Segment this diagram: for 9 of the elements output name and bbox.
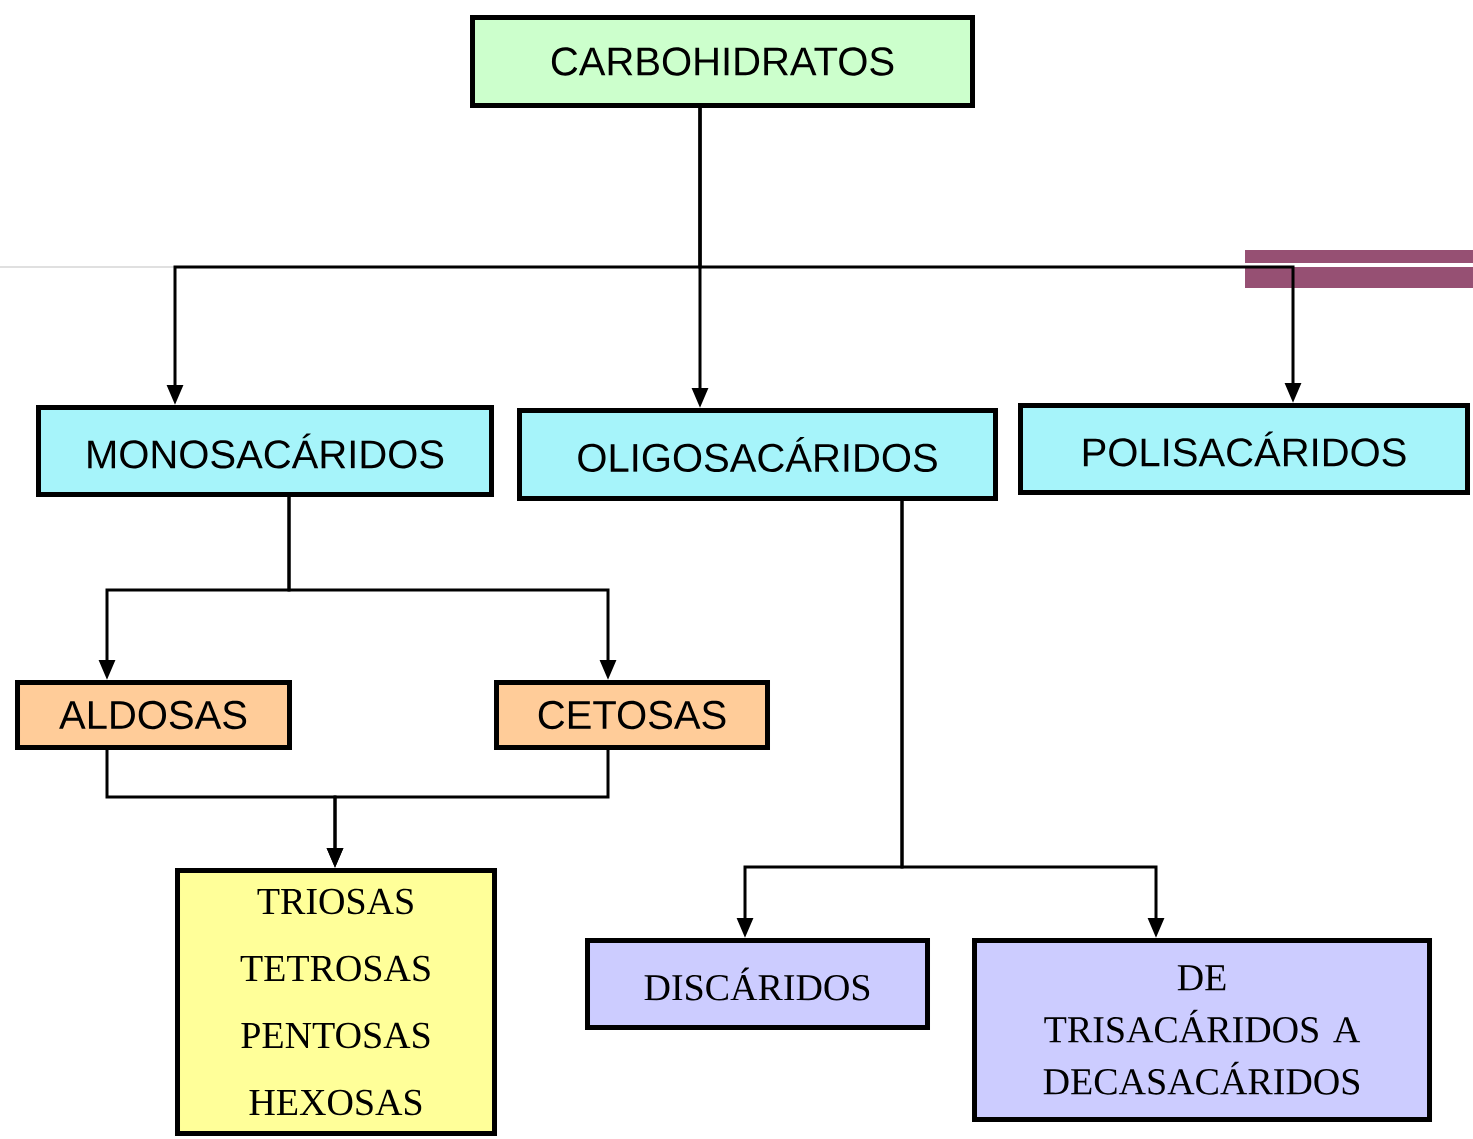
category-box: POLISACÁRIDOS [1018,403,1470,495]
category-box: DISCÁRIDOS [585,938,930,1030]
category-box: MONOSACÁRIDOS [36,405,494,497]
category-box: CETOSAS [494,680,770,750]
list-box: TRIOSAS TETROSAS PENTOSAS HEXOSAS [175,868,497,1136]
category-box: OLIGOSACÁRIDOS [517,408,998,501]
category-box: ALDOSAS [15,680,292,750]
category-box: CARBOHIDRATOS [470,15,975,108]
category-box: DE TRISACÁRIDOS A DECASACÁRIDOS [972,938,1432,1122]
